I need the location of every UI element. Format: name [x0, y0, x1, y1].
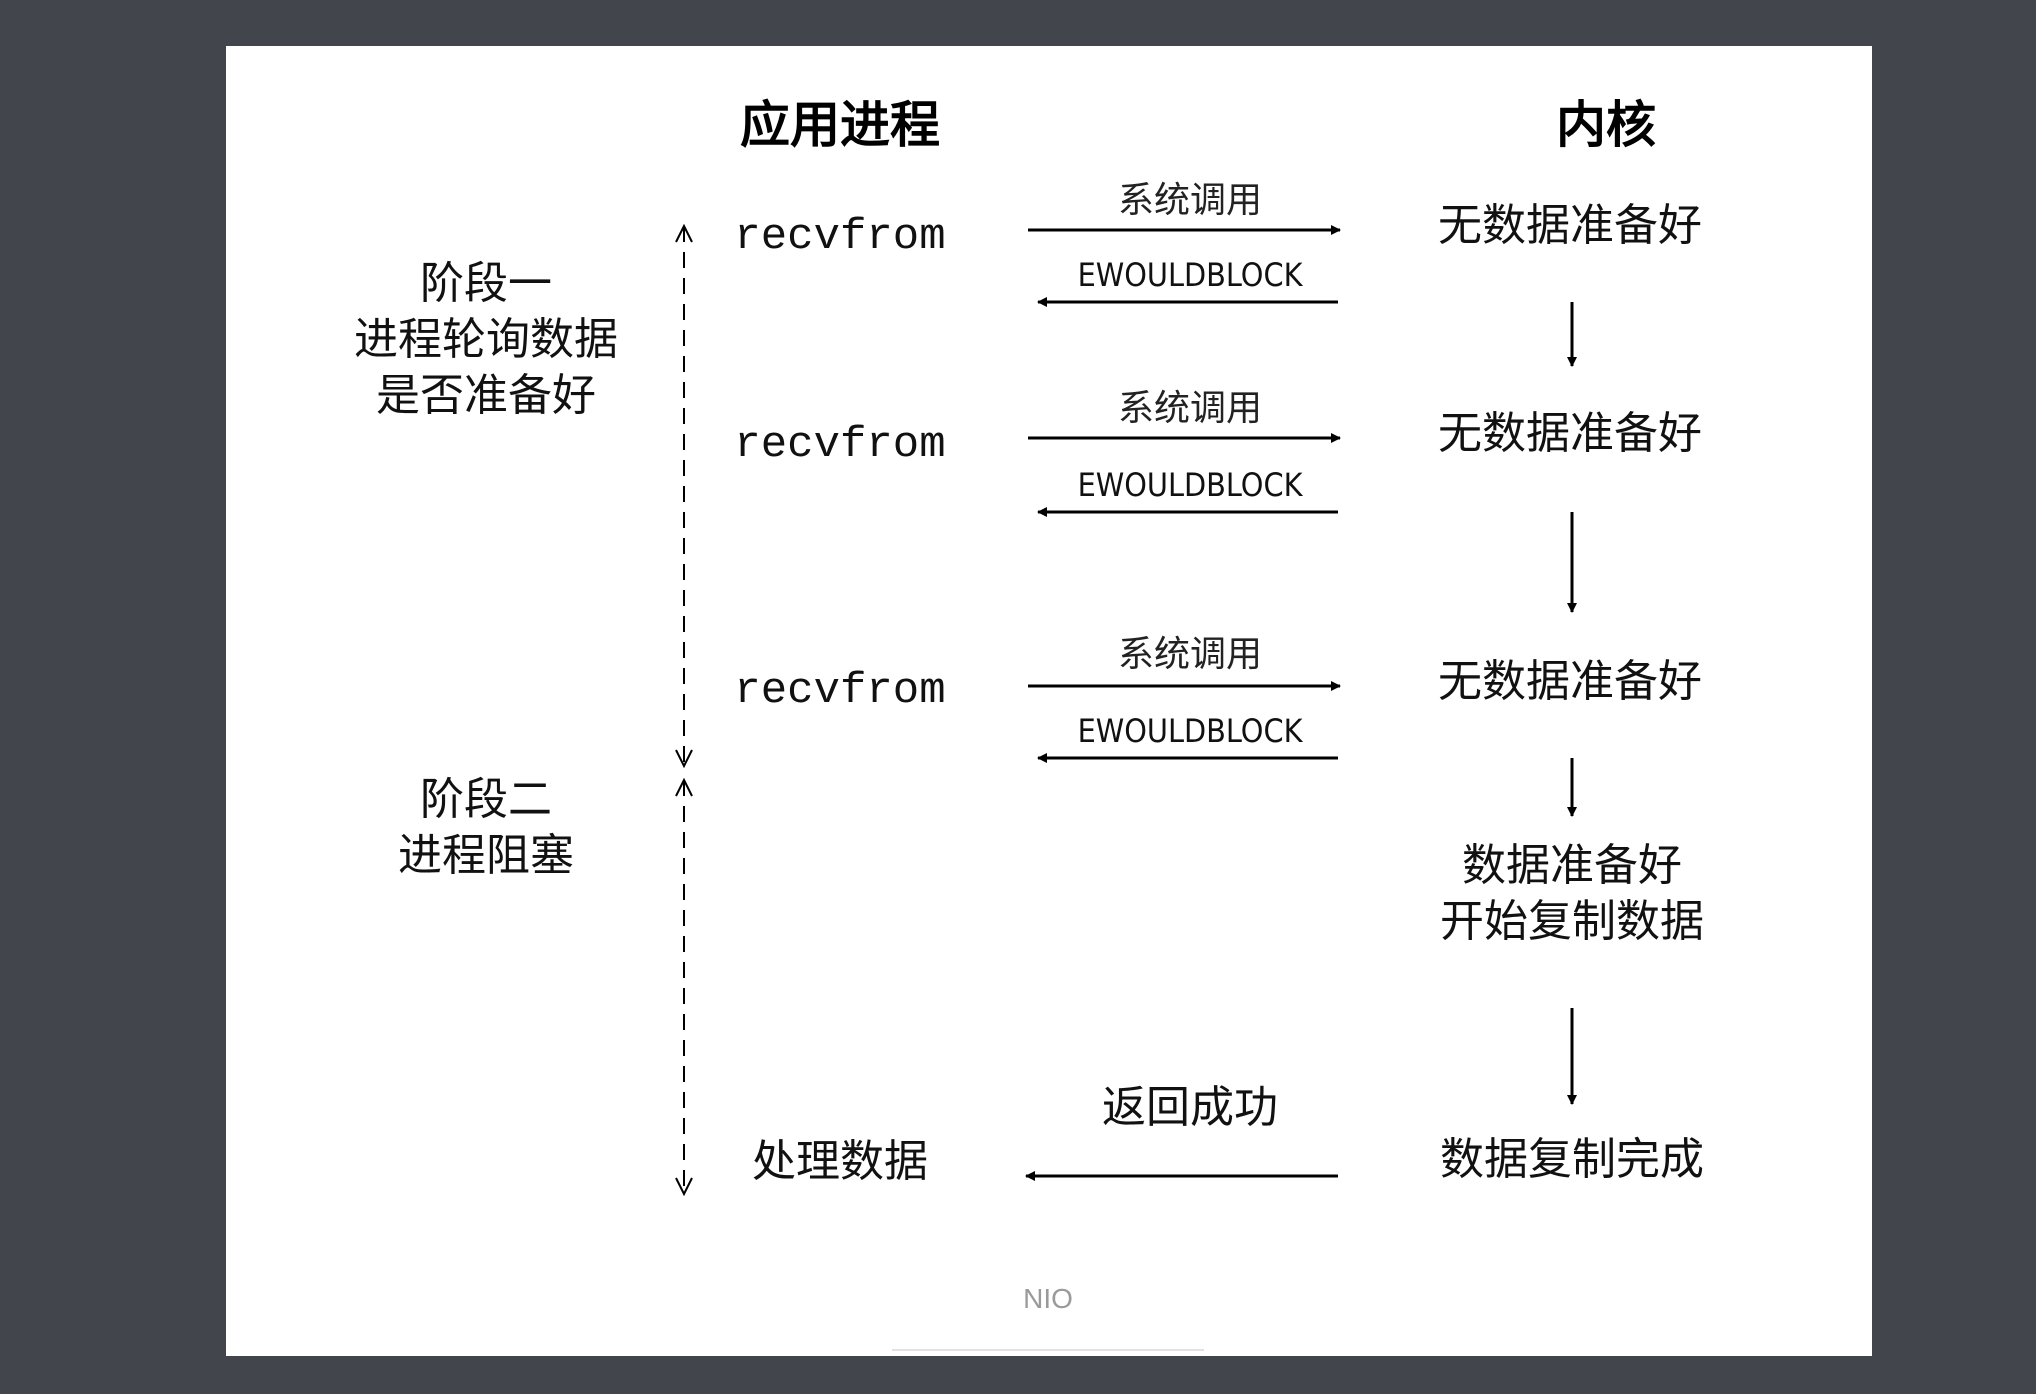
syscall-label-2: 系统调用: [1118, 388, 1262, 429]
phase-two-span: [675, 777, 693, 1197]
return-success-label: 返回成功: [1102, 1082, 1278, 1133]
process-data: 处理数据: [752, 1136, 928, 1187]
phase-two-line-2: 进程阻塞: [398, 830, 574, 881]
syscall-label-1: 系统调用: [1118, 180, 1262, 221]
kernel-data-ready: 数据准备好: [1462, 840, 1682, 891]
phase-two-title: 阶段二: [420, 774, 552, 825]
syscall-label-3: 系统调用: [1118, 634, 1262, 675]
ewouldblock-label-2: EWOULDBLOCK: [1078, 466, 1304, 504]
phase-one-span: [675, 223, 693, 769]
recvfrom-call-3: recvfrom: [734, 666, 945, 716]
recvfrom-call-1: recvfrom: [734, 212, 945, 262]
phase-one-line-3: 是否准备好: [376, 370, 596, 421]
figure-caption: NIO: [1023, 1283, 1073, 1314]
app-process-header: 应用进程: [740, 95, 940, 154]
recvfrom-call-2: recvfrom: [734, 420, 945, 470]
kernel-no-data-3: 无数据准备好: [1438, 656, 1702, 707]
kernel-copy-done: 数据复制完成: [1440, 1134, 1704, 1185]
kernel-no-data-2: 无数据准备好: [1438, 408, 1702, 459]
figure-card: 应用进程 内核 阶段一 进程轮询数据 是否准备好 阶段二 进程阻塞 recvfr…: [226, 46, 1872, 1356]
ewouldblock-label-3: EWOULDBLOCK: [1078, 712, 1304, 750]
kernel-start-copy: 开始复制数据: [1440, 896, 1704, 947]
phase-one-title: 阶段一: [420, 258, 552, 309]
kernel-header: 内核: [1556, 95, 1656, 154]
nio-sequence-diagram: 应用进程 内核 阶段一 进程轮询数据 是否准备好 阶段二 进程阻塞 recvfr…: [354, 95, 1704, 1351]
ewouldblock-label-1: EWOULDBLOCK: [1078, 256, 1304, 294]
phase-one-line-2: 进程轮询数据: [354, 314, 618, 365]
kernel-no-data-1: 无数据准备好: [1438, 200, 1702, 251]
